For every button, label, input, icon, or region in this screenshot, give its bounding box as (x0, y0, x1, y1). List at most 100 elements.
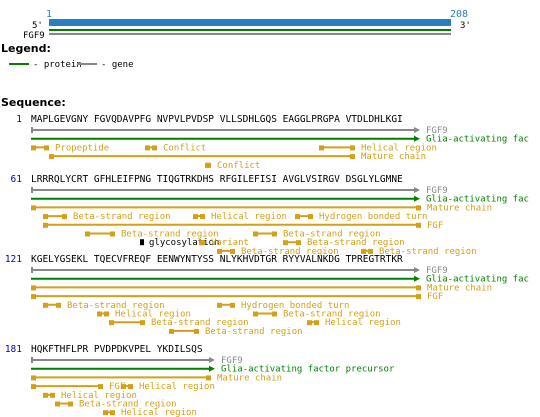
arrowhead-icon (209, 365, 215, 372)
feature-protein[interactable]: Glia-activating factor precursor (31, 365, 395, 375)
feature-label: Glia-activating fac (426, 275, 529, 285)
region-end-cap (200, 240, 205, 246)
feature-region[interactable]: Helical region (43, 391, 137, 401)
arrowhead-icon (414, 187, 420, 193)
region-end-cap (56, 302, 61, 308)
region-start-cap (193, 214, 198, 220)
region-end-cap (68, 401, 73, 407)
feature-region[interactable]: Helical region (103, 408, 197, 417)
feature-region[interactable]: Conflict (205, 161, 260, 171)
residue-sequence: HQKFTHFLPR PVDPDKVPEL YKDILSQS (31, 344, 203, 355)
feature-label: Beta-strand region (283, 230, 381, 240)
region-start-cap (43, 392, 48, 398)
feature-region[interactable]: Beta-strand region (253, 230, 381, 240)
feature-gene[interactable]: FGF9 (31, 126, 448, 136)
feature-label: FGF (109, 382, 125, 392)
region-end-cap (110, 410, 115, 416)
feature-label: Beta-strand region (283, 310, 381, 320)
arrowhead-icon (414, 275, 420, 282)
feature-region[interactable]: Conflict (145, 143, 206, 153)
region-start-cap (31, 384, 36, 390)
block-start-number: 1 (16, 114, 22, 125)
feature-region[interactable]: FGF (31, 292, 443, 302)
feature-label: FGF (427, 221, 443, 231)
region-end-cap (206, 375, 211, 381)
region-start-cap (307, 320, 312, 326)
feature-protein[interactable]: Glia-activating fac (31, 195, 529, 205)
header-track-label: FGF9 (23, 31, 45, 41)
feature-label: Propeptide (55, 143, 109, 153)
feature-region[interactable]: Beta-strand region (109, 318, 249, 328)
feature-protein[interactable]: Glia-activating fac (31, 135, 529, 145)
feature-label: Hydrogen bonded turn (319, 212, 427, 222)
feature-region[interactable]: Mature chain (49, 152, 426, 162)
block-start-number: 121 (5, 254, 22, 265)
region-start-cap (43, 222, 48, 228)
region-end-cap (194, 328, 199, 334)
feature-label: Mature chain (361, 152, 426, 162)
track-start-tick (31, 357, 33, 363)
feature-gene[interactable]: FGF9 (31, 186, 448, 196)
residue-sequence: LRRRQLYCRT GFHLEIFPNG TIQGTRKDHS RFGILEF… (31, 174, 403, 185)
feature-region[interactable]: Helical region (193, 212, 287, 222)
feature-region[interactable]: Beta-strand region (361, 247, 477, 257)
region-end-cap (206, 162, 211, 168)
arrowhead-icon (414, 267, 420, 273)
region-end-cap (98, 384, 103, 390)
header-map: 1 208 5' 3' FGF9 (23, 9, 471, 41)
region-end-cap (314, 320, 319, 326)
region-start-cap (31, 285, 36, 291)
sequence-ruler-bar[interactable] (49, 19, 451, 26)
region-start-cap (43, 214, 48, 220)
feature-region[interactable]: Mature chain (31, 283, 492, 293)
feature-region[interactable]: Beta-strand region (43, 301, 165, 311)
region-end-cap (140, 320, 145, 326)
region-start-cap (55, 401, 60, 407)
feature-label: Helical region (211, 212, 287, 222)
feature-label: Mature chain (217, 373, 282, 383)
feature-label: FGF9 (426, 266, 448, 276)
feature-region[interactable]: Beta-strand region (169, 327, 303, 337)
feature-region[interactable]: Beta-strand region (283, 238, 405, 248)
feature-region[interactable]: FGF (31, 382, 125, 392)
region-end-cap (272, 311, 277, 317)
feature-region[interactable]: Hydrogen bonded turn (217, 301, 349, 311)
feature-region[interactable]: Mature chain (31, 203, 492, 213)
region-end-cap (44, 145, 49, 151)
sequence-title: Sequence: (1, 96, 66, 109)
sequence-block: 61 LRRRQLYCRT GFHLEIFPNG TIQGTRKDHS RFGIL… (11, 174, 529, 257)
region-start-cap (217, 302, 222, 308)
feature-region[interactable]: Mature chain (31, 373, 282, 383)
feature-gene[interactable]: FGF9 (31, 356, 243, 366)
feature-region[interactable]: Hydrogen bonded turn (295, 212, 427, 222)
feature-region[interactable]: Variant (199, 238, 249, 248)
residue-sequence: KGELYGSEKL TQECVFREQF EENWYNTYSS NLYKHVD… (31, 254, 403, 265)
region-start-cap (283, 240, 288, 246)
feature-gene[interactable]: FGF9 (31, 266, 448, 276)
region-end-cap (152, 145, 157, 151)
feature-region[interactable]: Beta-strand region (85, 230, 219, 240)
feature-region[interactable]: Beta-strand region (55, 400, 177, 410)
feature-region[interactable]: Helical region (307, 318, 401, 328)
feature-label: FGF9 (426, 126, 448, 136)
region-start-cap (31, 145, 36, 151)
feature-region[interactable]: Helical region (97, 310, 191, 320)
ruler-end: 208 (450, 9, 468, 20)
three-prime-label: 3' (460, 21, 471, 31)
feature-region[interactable]: Beta-strand region (253, 310, 381, 320)
feature-protein[interactable]: Glia-activating fac (31, 275, 529, 285)
feature-region[interactable]: FGF (43, 221, 443, 231)
region-end-cap (230, 248, 235, 254)
arrowhead-icon (414, 127, 420, 133)
feature-region[interactable]: Propeptide (31, 143, 109, 153)
feature-region[interactable]: Helical region (121, 382, 215, 392)
region-start-cap (145, 145, 150, 151)
feature-region[interactable]: Beta-strand region (217, 247, 339, 257)
block-start-number: 61 (11, 174, 23, 185)
feature-site[interactable]: glycosylation (140, 238, 219, 248)
feature-region[interactable]: Helical region (319, 143, 437, 153)
legend-title: Legend: (1, 42, 51, 55)
region-end-cap (62, 214, 67, 220)
feature-label: Glia-activating factor precursor (221, 365, 395, 375)
feature-region[interactable]: Beta-strand region (43, 212, 171, 222)
